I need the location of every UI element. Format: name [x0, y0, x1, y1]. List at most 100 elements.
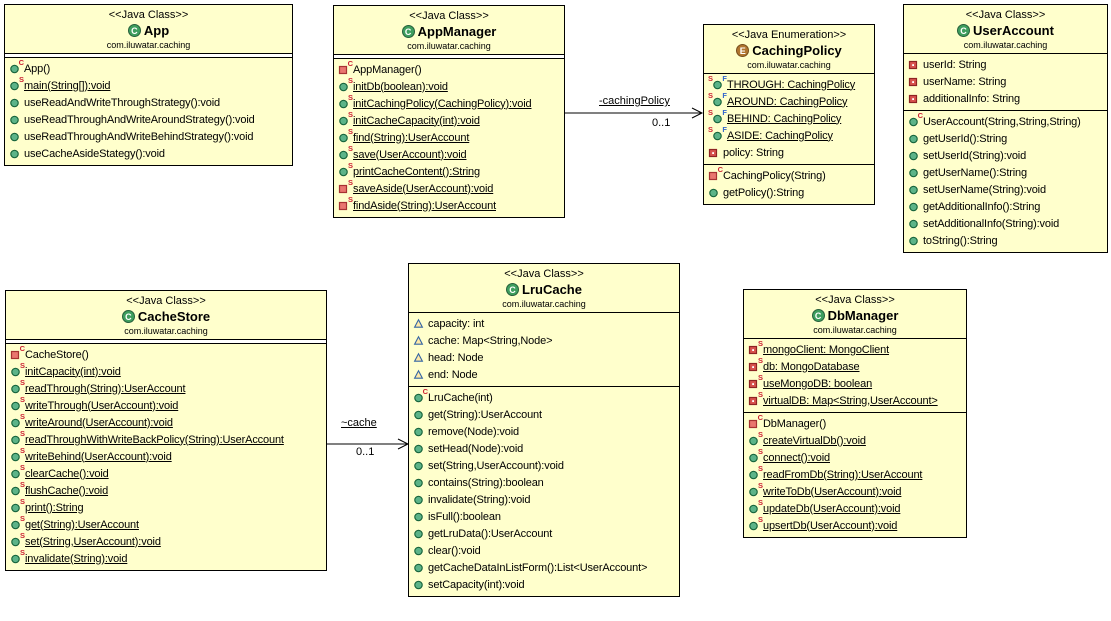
method-label: getLruData():UserAccount: [428, 527, 553, 540]
static-modifier: S: [19, 480, 25, 489]
static-modifier: S: [708, 74, 714, 83]
method-label: CachingPolicy(String): [723, 169, 826, 182]
method-label: initCachingPolicy(CachingPolicy):void: [353, 97, 532, 110]
private-field-icon: [708, 147, 719, 158]
method-row: getLruData():UserAccount: [409, 525, 679, 542]
private-member-icon: C: [338, 60, 353, 75]
method-label: isFull():boolean: [428, 510, 501, 523]
public-member-icon: S: [10, 362, 25, 377]
class-icon: C: [811, 309, 825, 322]
method-label: toString():String: [923, 234, 998, 247]
method-label: getUserId():String: [923, 132, 1008, 145]
constructor-modifier: C: [717, 165, 723, 174]
public-member-icon: S: [748, 482, 763, 497]
final-modifier: F: [722, 91, 727, 100]
method-row: setHead(Node):void: [409, 440, 679, 457]
static-modifier: S: [18, 75, 24, 84]
package-label: com.iluwatar.caching: [106, 40, 191, 50]
public-member-icon: C: [9, 59, 24, 74]
method-label: useReadThroughAndWriteBehindStrategy():v…: [24, 130, 254, 143]
class-icon: C: [401, 25, 415, 38]
method-row: useReadThroughAndWriteBehindStrategy():v…: [5, 128, 292, 145]
method-label: writeThrough(UserAccount):void: [25, 399, 179, 412]
package-label: com.iluwatar.caching: [124, 326, 208, 336]
class-name: LruCache: [522, 282, 582, 297]
public-member-icon: S: [338, 145, 353, 160]
method-row: useCacheAsideStategy():void: [5, 145, 292, 162]
method-row: setUserName(String):void: [904, 181, 1107, 198]
package-label: com.iluwatar.caching: [747, 60, 831, 70]
field-row: userId: String: [904, 56, 1107, 73]
method-label: useReadThroughAndWriteAroundStrategy():v…: [24, 113, 255, 126]
static-modifier: S: [347, 144, 353, 153]
method-label: DbManager(): [763, 417, 827, 430]
public-member-icon: S: [10, 430, 25, 445]
association-arrow-cache[interactable]: [327, 435, 411, 453]
method-label: useReadAndWriteThroughStrategy():void: [24, 96, 221, 109]
association-arrow-cachingpolicy[interactable]: [565, 104, 705, 122]
public-member-icon: [413, 477, 424, 488]
method-row: setUserId(String):void: [904, 147, 1107, 164]
field-row: capacity: int: [409, 315, 679, 332]
class-name: App: [143, 23, 170, 38]
public-member-icon: S: [748, 448, 763, 463]
method-label: get(String):UserAccount: [428, 408, 542, 421]
constructor-modifier: C: [19, 344, 25, 353]
field-label: userName: String: [923, 75, 1007, 88]
method-label: initCacheCapacity(int):void: [353, 114, 480, 127]
public-member-icon: S: [748, 499, 763, 514]
package-field-icon: [413, 318, 424, 329]
field-row: policy: String: [704, 144, 874, 161]
method-row: remove(Node):void: [409, 423, 679, 440]
public-member-icon: [908, 150, 919, 161]
method-label: invalidate(String):void: [25, 552, 128, 565]
constructor-modifier: C: [347, 59, 353, 68]
method-row: getPolicy():String: [704, 184, 874, 201]
static-modifier: S: [347, 178, 353, 187]
public-member-icon: [908, 167, 919, 178]
method-row: get(String):UserAccount: [409, 406, 679, 423]
static-modifier: S: [19, 412, 25, 421]
static-modifier: S: [757, 356, 763, 365]
static-modifier: S: [347, 161, 353, 170]
stereotype-label: <<Java Class>>: [815, 294, 895, 306]
class-name: CacheStore: [137, 309, 211, 324]
static-modifier: S: [19, 446, 25, 455]
public-member-icon: S: [748, 465, 763, 480]
association-label-cachingpolicy: -cachingPolicy: [599, 95, 670, 107]
enum-icon: E: [736, 44, 750, 57]
method-label: readThroughWithWriteBackPolicy(String):U…: [25, 433, 284, 446]
method-row: set(String,UserAccount):void: [409, 457, 679, 474]
